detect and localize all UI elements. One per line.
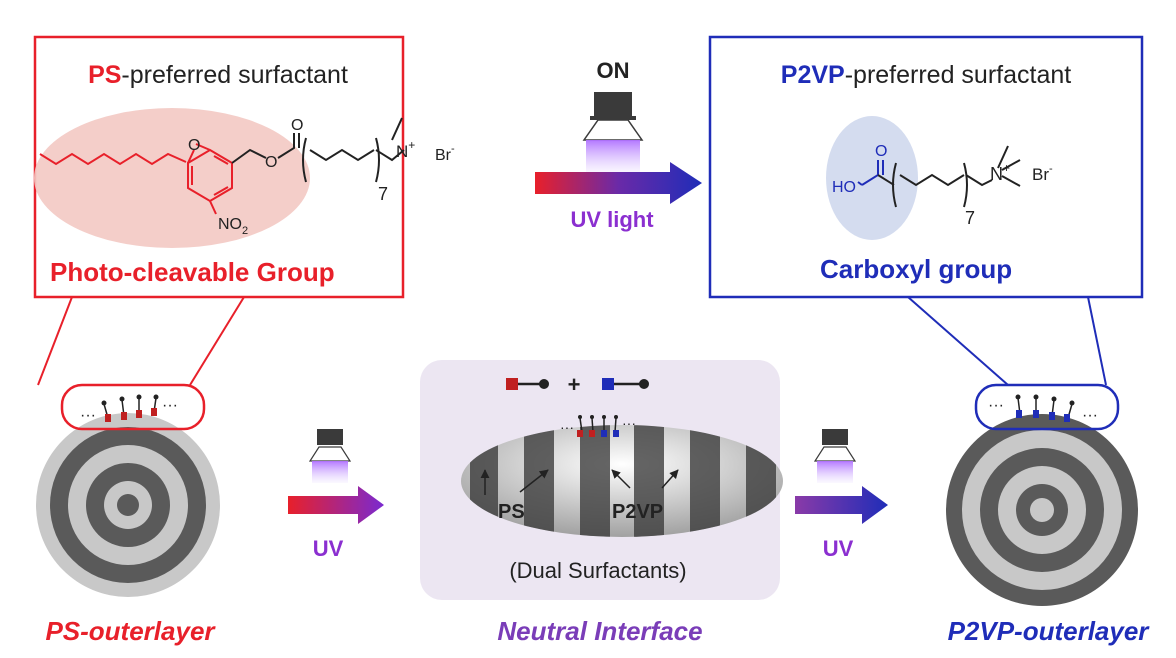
center-ellipsis-left: ···	[560, 419, 574, 435]
carbonyl-oxygen: O	[291, 117, 303, 134]
lamp-state-label: ON	[597, 58, 630, 83]
photo-cleavable-highlight	[34, 108, 310, 248]
ps-surface-zoom-box: ··· ···	[60, 383, 206, 431]
ester-oxygen: O	[265, 154, 277, 171]
uv-arrow-left: UV	[288, 486, 384, 561]
alkyl-ammonium-chain	[277, 133, 405, 183]
photo-cleavable-label: Photo-cleavable Group	[50, 257, 335, 287]
uv-lamp-top: ON	[582, 58, 644, 174]
p2vp-repeat-subscript: 7	[965, 208, 975, 228]
hydroxyl-group: HO	[832, 179, 856, 196]
ps-headgroup	[391, 117, 403, 141]
uv-lamp-left	[308, 429, 352, 483]
uv-arrow-right: UV	[795, 486, 888, 561]
p2vp-surfactant-legend-icon	[602, 378, 614, 390]
ps-surfactant-legend-icon	[506, 378, 518, 390]
ps-ellipsis-right: ···	[162, 397, 178, 414]
carboxyl-group-label: Carboxyl group	[820, 254, 1012, 284]
ps-surfactant-panel: PS-preferred surfactant O NO2 O	[33, 35, 405, 299]
ps-domain-label: PS	[498, 501, 525, 523]
nitro-group: NO2	[218, 216, 248, 237]
uv-label-left: UV	[313, 536, 344, 561]
ps-outerlayer-particle	[36, 413, 220, 597]
ps-panel-title: PS-preferred surfactant	[88, 61, 348, 89]
uv-lamp-right	[813, 429, 857, 483]
ps-nitrogen: N+	[396, 138, 415, 161]
ps-ellipsis-left: ···	[80, 407, 96, 424]
p2vp-outerlayer-particle	[946, 414, 1138, 606]
neutral-interface-caption: Neutral Interface	[497, 616, 702, 646]
uv-beam	[586, 140, 640, 174]
p2vp-nitrogen: N+	[990, 161, 1010, 184]
uv-light-arrow: UV light	[535, 162, 702, 232]
p2vp-bromide: Br-	[1032, 163, 1053, 184]
ps-outerlayer-caption: PS-outerlayer	[45, 616, 216, 646]
dual-surfactants-label: (Dual Surfactants)	[509, 558, 686, 583]
carboxyl-oxygen: O	[875, 143, 887, 160]
uv-light-label: UV light	[570, 207, 654, 232]
repeat-subscript: 7	[378, 184, 388, 204]
p2vp-domain-label: P2VP	[612, 501, 663, 523]
p2vp-ellipsis-right: ···	[1082, 407, 1098, 424]
neutral-interface-panel: + ··· ··· PS P2VP (Dual Surfactants)	[420, 360, 783, 600]
p2vp-surfactant-panel: P2VP-preferred surfactant HO O 7 N+ Br- …	[708, 35, 1144, 299]
p2vp-outerlayer-caption: P2VP-outerlayer	[948, 616, 1151, 646]
lamp-body	[594, 92, 632, 116]
p2vp-alkyl-chain	[877, 145, 1021, 208]
ps-bromide: Br-	[435, 143, 455, 164]
p2vp-surface-zoom-box: ··· ···	[974, 383, 1120, 431]
ether-oxygen: O	[188, 137, 200, 154]
ps-surfactant-structure	[39, 143, 267, 215]
lamp-shade-icon	[582, 119, 644, 141]
zoom-connectors	[37, 296, 1107, 386]
plus-sign: +	[568, 372, 581, 397]
center-ellipsis-right: ···	[622, 415, 636, 431]
p2vp-ellipsis-left: ···	[988, 397, 1004, 414]
p2vp-panel-title: P2VP-preferred surfactant	[781, 61, 1071, 89]
uv-label-right: UV	[823, 536, 854, 561]
